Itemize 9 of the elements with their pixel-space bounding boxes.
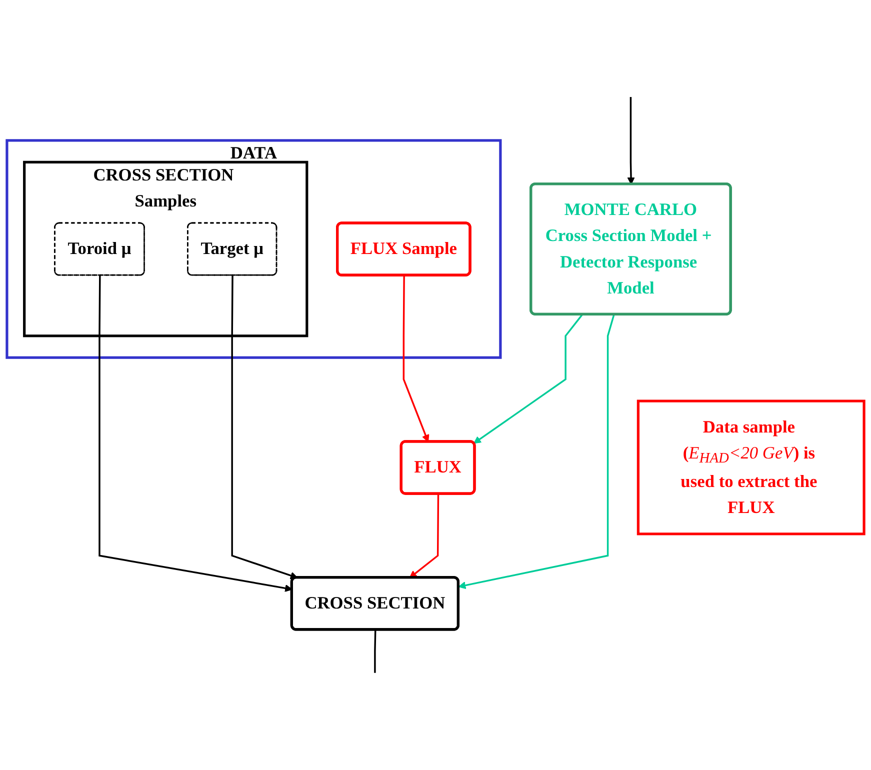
arrow (474, 314, 583, 444)
connector (374, 630, 376, 673)
arrow (98, 276, 292, 592)
node-box: Data sample (E$_{HAD}$<20 GeV) is used to extract the FLUX (636, 400, 866, 536)
arrow (458, 314, 615, 590)
arrow (402, 276, 430, 442)
arrow (231, 276, 298, 580)
arrow (627, 97, 635, 185)
arrow (409, 494, 440, 578)
